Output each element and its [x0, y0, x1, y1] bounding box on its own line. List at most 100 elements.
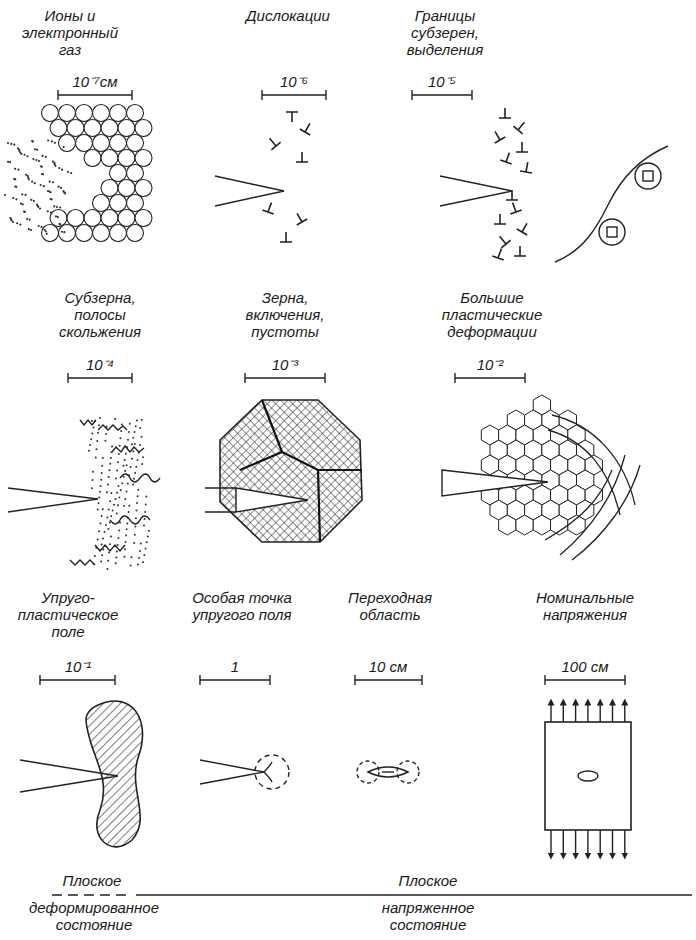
- stipple-dot: [126, 464, 128, 466]
- stipple-dot: [134, 472, 136, 474]
- stipple-dot: [128, 431, 130, 433]
- electron: [39, 207, 41, 209]
- slip-line: [545, 470, 612, 540]
- crack-tip: [8, 488, 98, 512]
- slip-line: [560, 455, 625, 555]
- electron: [28, 228, 30, 230]
- stipple-dot: [115, 477, 117, 479]
- figure-title: Субзерна, полосы скольжения: [44, 290, 156, 341]
- stipple-dot: [115, 498, 117, 500]
- electron: [42, 173, 44, 175]
- scale-label: 1: [200, 659, 270, 676]
- dislocation-symbol: [492, 247, 507, 261]
- stipple-dot: [117, 504, 119, 506]
- stipple-dot: [124, 470, 126, 472]
- slip-band: [70, 560, 95, 565]
- electron: [12, 221, 14, 223]
- slip-band: [95, 545, 125, 551]
- ion: [127, 195, 144, 212]
- singular-point: [200, 755, 289, 789]
- crack-tip: [20, 760, 118, 792]
- electron: [38, 225, 40, 227]
- stipple-dot: [136, 502, 138, 504]
- stipple-dot: [125, 534, 127, 536]
- load-arrow: [550, 702, 551, 722]
- electron: [45, 230, 47, 232]
- stipple-dot: [114, 418, 116, 420]
- dislocations: [262, 108, 533, 260]
- ion: [127, 105, 144, 122]
- electron: [58, 223, 60, 225]
- stipple-dot: [123, 465, 125, 467]
- electron: [63, 192, 65, 194]
- electron: [46, 233, 48, 235]
- electron: [26, 155, 28, 157]
- electron: [20, 153, 22, 155]
- stipple-dot: [110, 515, 112, 517]
- dislocation-symbol: [514, 246, 526, 256]
- stipple-dot: [106, 516, 108, 518]
- stipple-dot: [107, 560, 109, 562]
- stipple-dot: [101, 515, 103, 517]
- ion: [50, 210, 67, 227]
- stipple-dot: [117, 461, 119, 463]
- stipple-dot: [124, 459, 126, 461]
- stipple-dot: [97, 432, 99, 434]
- stipple-dot: [109, 463, 111, 465]
- scale-bar: [245, 373, 325, 383]
- stipple-dot: [141, 436, 143, 438]
- electron: [23, 210, 25, 212]
- load-arrow: [563, 702, 564, 722]
- electron: [51, 198, 53, 200]
- stipple-dot: [137, 495, 139, 497]
- precipitate: [599, 219, 625, 245]
- electron: [24, 211, 26, 213]
- slip-stippling: [88, 417, 150, 570]
- stipple-dot: [104, 440, 106, 442]
- ion: [118, 180, 135, 197]
- stipple-dot: [123, 556, 125, 558]
- slip-band: [110, 516, 150, 524]
- ion: [59, 225, 76, 242]
- electron: [56, 206, 58, 208]
- load-arrow: [587, 830, 588, 856]
- dislocation-symbol: [499, 108, 511, 118]
- figure-title: Зерна, включения, пустоты: [233, 290, 337, 341]
- crack: [368, 767, 408, 777]
- ion: [84, 150, 101, 167]
- transition-region: [357, 761, 419, 783]
- ion: [42, 225, 59, 242]
- ion: [59, 135, 76, 152]
- electron: [21, 193, 23, 195]
- stipple-dot: [115, 562, 117, 564]
- electron: [49, 181, 51, 183]
- stipple-dot: [102, 537, 104, 539]
- stipple-dot: [133, 478, 135, 480]
- ion: [127, 225, 144, 242]
- stipple-dot: [137, 489, 139, 491]
- ion: [42, 105, 59, 122]
- electron: [67, 171, 69, 173]
- stipple-dot: [108, 476, 110, 478]
- stipple-dot: [129, 423, 131, 425]
- stipple-dot: [147, 536, 149, 538]
- stipple-dot: [111, 445, 113, 447]
- stipple-dot: [141, 419, 143, 421]
- nominal-stress-plate: [545, 702, 631, 856]
- dislocation-symbol: [516, 142, 528, 152]
- electron: [64, 192, 66, 194]
- electron: [57, 186, 59, 188]
- stipple-dot: [106, 568, 108, 570]
- slip-band: [80, 420, 96, 425]
- elastic-plastic-zone: [20, 701, 143, 847]
- ion: [110, 225, 127, 242]
- ion: [135, 150, 152, 167]
- figure-title: Границы субзерен, выделения: [393, 8, 497, 59]
- stipple-dot: [146, 541, 148, 543]
- grain-boundary: [240, 400, 362, 542]
- electron: [13, 178, 15, 180]
- stipple-dot: [128, 505, 130, 507]
- electron: [10, 143, 12, 145]
- stipple-dot: [116, 469, 118, 471]
- electron: [17, 168, 19, 170]
